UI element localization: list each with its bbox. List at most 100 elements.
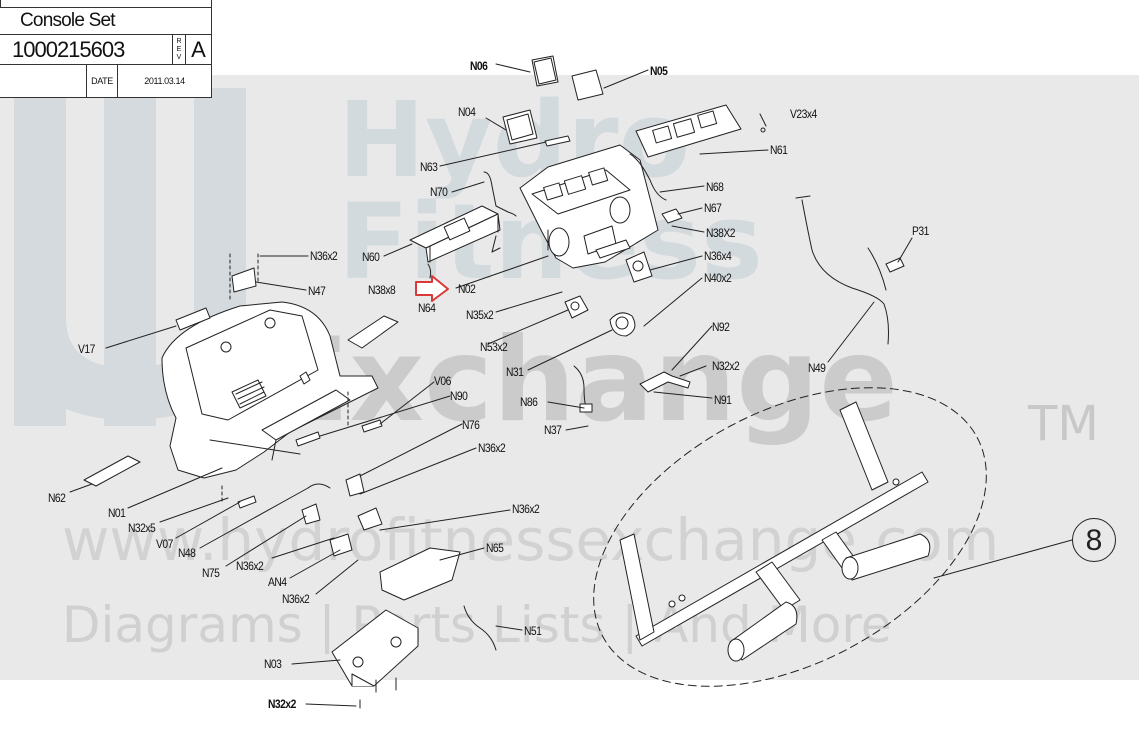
leader-lines bbox=[69, 63, 913, 707]
fan-n31-hub bbox=[615, 316, 629, 330]
cover-n03 bbox=[331, 609, 419, 687]
label-n31: N31 bbox=[506, 365, 524, 379]
label-n05: N05 bbox=[650, 64, 668, 78]
screw-n38-icon bbox=[427, 263, 432, 279]
speaker-n53-cone bbox=[570, 301, 580, 311]
console-housing-n02 bbox=[519, 144, 659, 269]
label-n06: N06 bbox=[470, 59, 488, 73]
cover-n65 bbox=[379, 547, 461, 601]
callout-8: 8 bbox=[1072, 518, 1116, 562]
part-n67 bbox=[661, 208, 683, 224]
revision: A bbox=[185, 34, 212, 65]
overlay-panel-n61 bbox=[635, 104, 742, 158]
strip-v06 bbox=[361, 419, 383, 433]
label-n48: N48 bbox=[178, 546, 196, 560]
label-n36x2-b: N36x2 bbox=[478, 441, 506, 455]
strip-v17 bbox=[175, 307, 211, 331]
label-n70: N70 bbox=[430, 185, 448, 199]
strip-n63 bbox=[544, 135, 571, 147]
title-block-blank bbox=[0, 64, 87, 98]
label-n36x2-d: N36x2 bbox=[236, 559, 264, 573]
screws-n03 bbox=[375, 677, 397, 693]
label-n02: N02 bbox=[458, 282, 476, 296]
label-v23x4: V23x4 bbox=[790, 107, 817, 121]
label-n64: N64 bbox=[418, 301, 436, 315]
label-n67: N67 bbox=[704, 201, 722, 215]
speaker-n53 bbox=[564, 295, 589, 319]
part-n90 bbox=[295, 431, 321, 447]
strip-v07 bbox=[237, 495, 257, 509]
part-n86 bbox=[579, 403, 593, 413]
part-an4 bbox=[329, 533, 353, 557]
overlay-n04 bbox=[502, 109, 538, 145]
label-n90: N90 bbox=[450, 389, 468, 403]
overlay-n06 bbox=[531, 55, 559, 87]
part-number: 1000215603 bbox=[0, 34, 173, 65]
wire-n86 bbox=[573, 365, 587, 409]
label-n35x2: N35x2 bbox=[466, 308, 494, 322]
cable-p31 bbox=[867, 247, 887, 291]
label-n47: N47 bbox=[308, 284, 326, 298]
label-n51: N51 bbox=[524, 624, 542, 638]
grip-n64 bbox=[347, 315, 399, 349]
label-n32x2-a: N32x2 bbox=[712, 359, 740, 373]
label-n04: N04 bbox=[458, 105, 476, 119]
label-n65: N65 bbox=[486, 541, 504, 555]
label-n60: N60 bbox=[362, 250, 380, 264]
callout-leader-8 bbox=[933, 539, 1073, 579]
wire-n68 bbox=[629, 153, 667, 201]
label-v06: V06 bbox=[434, 374, 451, 388]
plate-n36 bbox=[357, 507, 383, 531]
label-n91: N91 bbox=[714, 393, 732, 407]
label-n32x2-b: N32x2 bbox=[268, 697, 296, 711]
highlight-arrow-icon bbox=[415, 275, 449, 302]
label-n86: N86 bbox=[520, 395, 538, 409]
label-n38x8: N38x8 bbox=[368, 283, 396, 297]
watermark-trademark: TM bbox=[1027, 396, 1099, 452]
clip-n92 bbox=[639, 371, 691, 393]
label-n36x2-a: N36x2 bbox=[310, 249, 338, 263]
label-n36x2-c: N36x2 bbox=[512, 502, 540, 516]
fan-n31 bbox=[609, 312, 636, 337]
label-n68: N68 bbox=[706, 180, 724, 194]
label-an4: AN4 bbox=[268, 575, 287, 589]
speaker-n36 bbox=[625, 251, 653, 283]
date-label: DATE bbox=[86, 64, 118, 98]
label-n03: N03 bbox=[264, 657, 282, 671]
rev-label-text: REV bbox=[176, 38, 182, 61]
wire-n51 bbox=[463, 605, 497, 651]
label-n32x5: N32x5 bbox=[128, 521, 156, 535]
label-n62: N62 bbox=[48, 491, 66, 505]
label-n49: N49 bbox=[808, 361, 826, 375]
label-v07: V07 bbox=[156, 537, 173, 551]
board-n60 bbox=[409, 205, 501, 263]
overlay-n05 bbox=[571, 69, 604, 101]
label-n61: N61 bbox=[770, 143, 788, 157]
label-n37: N37 bbox=[544, 423, 562, 437]
connector-p31 bbox=[885, 257, 905, 273]
label-p31: P31 bbox=[912, 224, 929, 238]
title-block: Console Set 1000215603 REV A DATE 2011.0… bbox=[0, 0, 212, 98]
label-n36x2-e: N36x2 bbox=[282, 592, 310, 606]
assembly-8-boundary bbox=[593, 387, 987, 687]
frame-assembly-8 bbox=[619, 401, 931, 662]
label-n53x2: N53x2 bbox=[480, 340, 508, 354]
label-n75: N75 bbox=[202, 566, 220, 580]
switch-n75 bbox=[301, 503, 321, 525]
label-v17: V17 bbox=[78, 342, 95, 356]
connector-n49 bbox=[795, 195, 811, 199]
drawing-title: Console Set bbox=[0, 7, 212, 35]
rev-label: REV bbox=[172, 34, 186, 65]
cable-n49 bbox=[801, 199, 889, 345]
label-n76: N76 bbox=[462, 418, 480, 432]
drawing-date: 2011.03.14 bbox=[117, 64, 212, 98]
screw-v23 bbox=[760, 127, 766, 133]
wire-n70 bbox=[483, 171, 517, 217]
assembly-lines bbox=[221, 253, 349, 503]
bracket-n47 bbox=[231, 267, 257, 293]
connector-n60 bbox=[491, 235, 501, 253]
label-n40x2: N40x2 bbox=[704, 271, 732, 285]
